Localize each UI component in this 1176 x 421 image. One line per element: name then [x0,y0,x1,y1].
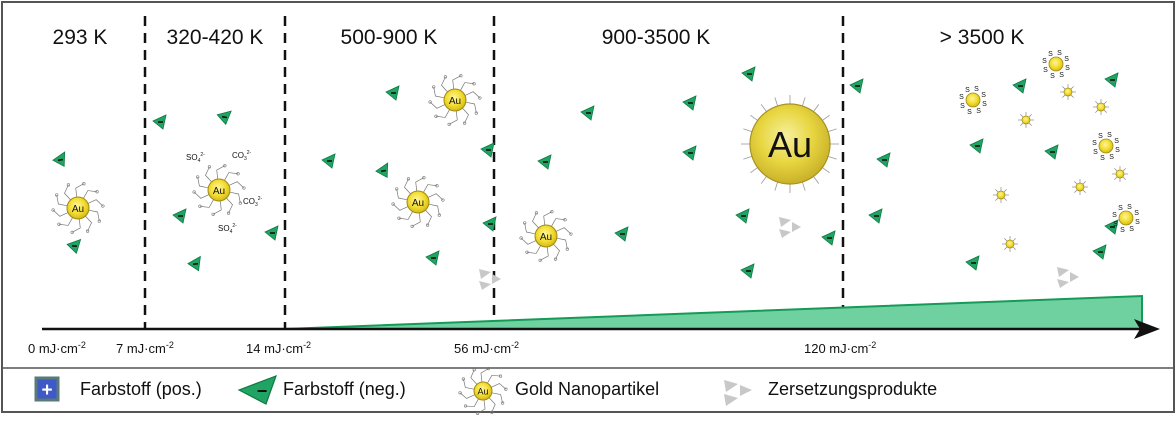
legend-gold-np-label: Gold Nanopartikel [515,379,659,399]
particle-label: Au [477,386,488,396]
thiol-label: S [1135,219,1140,226]
thiol-label: S [1092,140,1097,147]
gold-fragment [1002,236,1018,252]
thiol-label: S [1098,133,1103,140]
thiol-label: S [960,103,965,110]
thiol-label: S [965,87,970,94]
axis-tick-label-14: 14 mJ·cm-2 [246,340,311,356]
gold-fragment [1112,166,1128,182]
thiol-label: S [1042,58,1047,65]
legend-pos-dye-label: Farbstoff (pos.) [80,379,202,399]
thiol-label: S [1107,132,1112,139]
axis-tick-label-56: 56 mJ·cm-2 [454,340,519,356]
thiol-label: S [1065,65,1070,72]
particle-label: Au [213,186,225,197]
gold-fragment [1060,84,1076,100]
region-label-900-3500k: 900-3500 K [602,26,711,49]
thiol-label: S [1127,204,1132,211]
thiol-label: S [981,92,986,99]
particle-label: Au [412,198,424,209]
thiol-label: S [974,86,979,93]
thiol-label: S [976,108,981,115]
thiol-label: S [967,109,972,116]
axis-tick-label-120: 120 mJ·cm-2 [804,340,876,356]
thiol-label: S [1114,138,1119,145]
thiol-label: S [1064,56,1069,63]
thiol-label: S [1113,221,1118,228]
thiol-label: S [1093,149,1098,156]
region-label-320-420k: 320-420 K [167,26,264,49]
thiol-label: S [982,101,987,108]
thiol-label: S [1043,67,1048,74]
gold-fragment [993,187,1009,203]
particle-label: Au [540,232,552,243]
gold-fragment [1018,112,1034,128]
gold-fragment [1072,179,1088,195]
thiol-label: S [1118,205,1123,212]
thiol-label: S [1059,72,1064,79]
legend-pos-dye-symbol: + [41,380,52,401]
region-label-500-900k: 500-900 K [341,26,438,49]
gold-fragment [1093,99,1109,115]
thiol-label: S [1109,154,1114,161]
legend-decomposition-label: Zersetzungsprodukte [768,379,937,399]
thiol-label: S [959,94,964,101]
particle-label: Au [768,124,812,165]
thiol-label: S [1129,226,1134,233]
axis-tick-label-7: 7 mJ·cm-2 [116,340,174,356]
thiol-label: S [1120,227,1125,234]
legend-neg-dye-symbol: − [257,381,268,401]
particle-label: Au [449,96,461,107]
legend-neg-dye-label: Farbstoff (neg.) [283,379,406,399]
particle-label: Au [72,204,84,215]
thiol-label: S [1050,73,1055,80]
thiol-label: S [1048,51,1053,58]
diagram-frame [2,2,1174,412]
region-label-above-3500k: > 3500 K [940,26,1025,49]
thiol-label: S [1134,210,1139,217]
thiol-label: S [1057,50,1062,57]
thiol-label: S [1100,155,1105,162]
thiol-label: S [1115,147,1120,154]
axis-tick-label-0: 0 mJ·cm-2 [28,340,86,356]
region-label-293k: 293 K [53,26,108,49]
thiol-label: S [1112,212,1117,219]
